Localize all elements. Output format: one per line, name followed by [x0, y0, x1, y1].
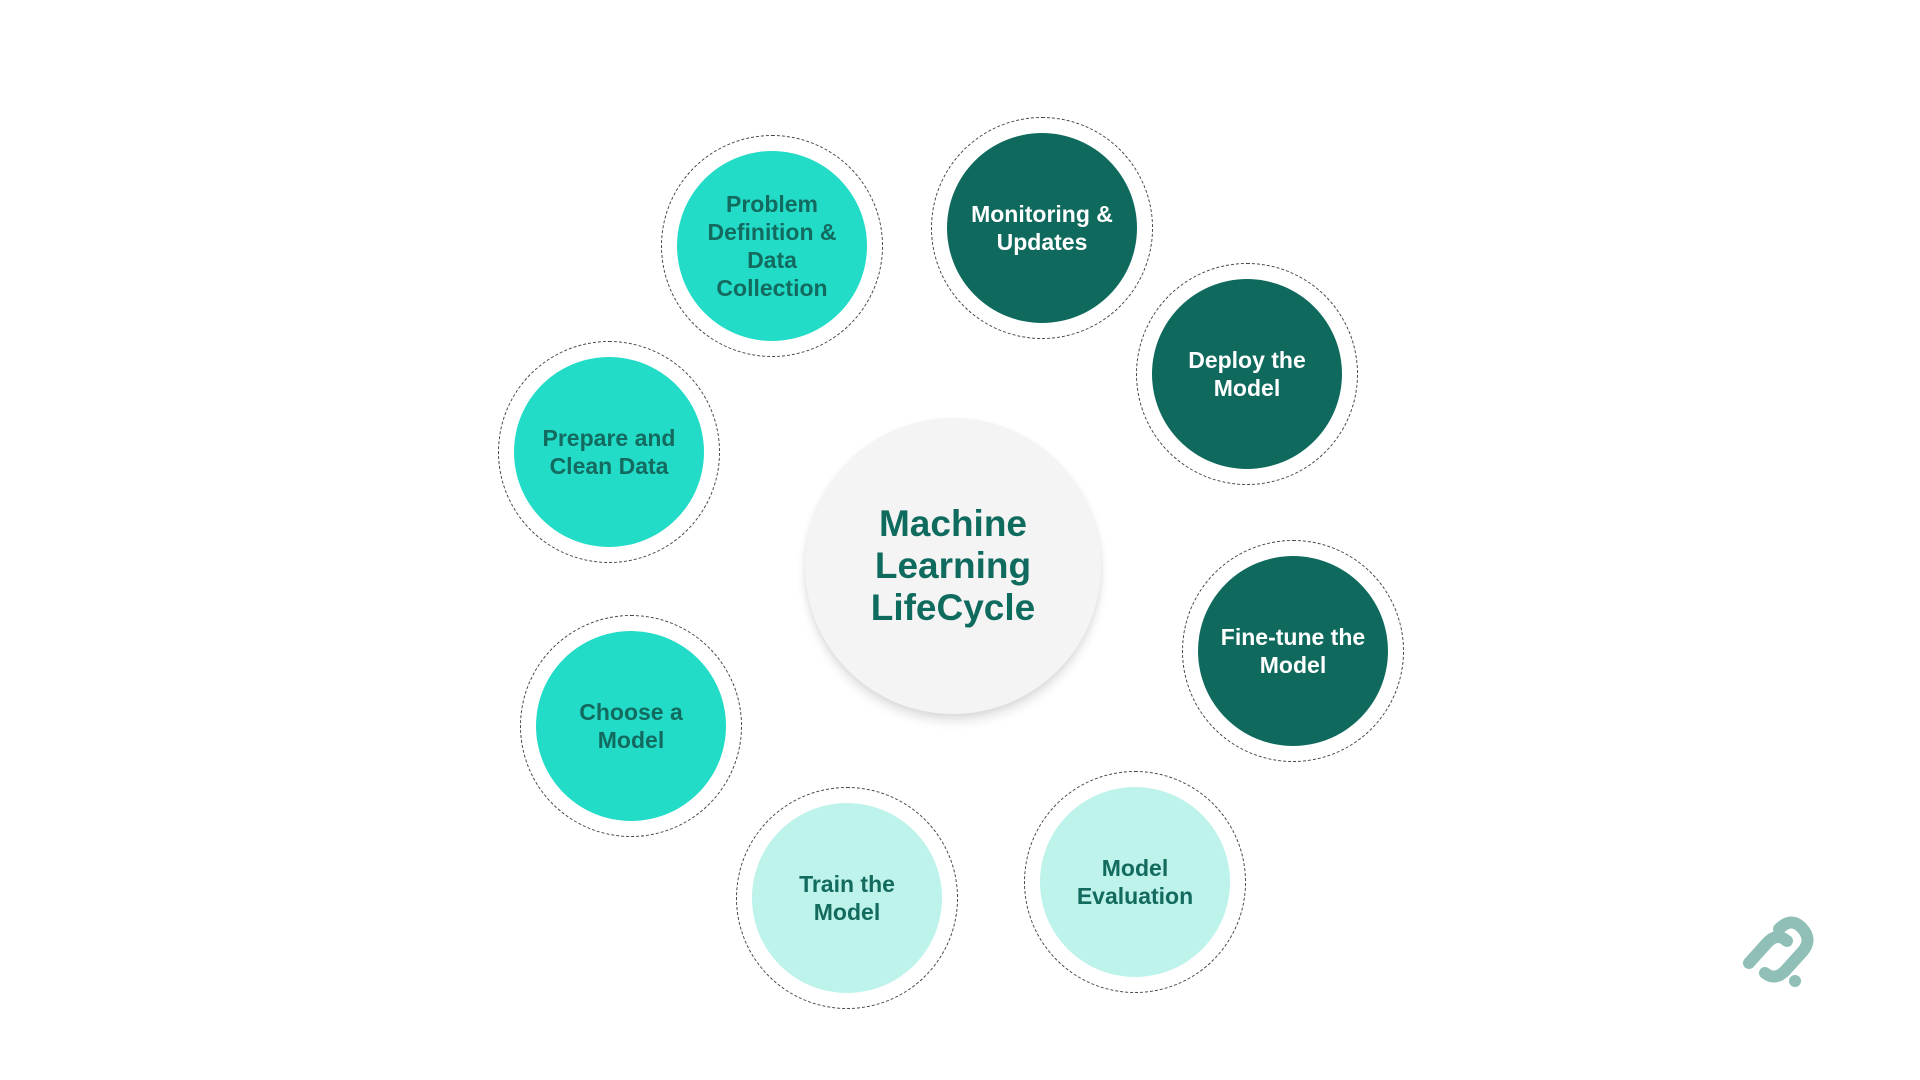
stage-label: Problem Definition & Data Collection — [707, 191, 837, 301]
stage-label: Deploy the Model — [1188, 347, 1306, 401]
stage-fine-tune-model: Fine-tune the Model — [1182, 540, 1404, 762]
stage-circle: Choose a Model — [536, 631, 726, 821]
stage-circle: Model Evaluation — [1040, 787, 1230, 977]
stage-circle: Train the Model — [752, 803, 942, 993]
stage-train-model: Train the Model — [736, 787, 958, 1009]
stage-circle: Prepare and Clean Data — [514, 357, 704, 547]
stage-label: Fine-tune the Model — [1220, 624, 1366, 678]
stage-circle: Monitoring & Updates — [947, 133, 1137, 323]
brand-link-logo-icon — [1743, 916, 1814, 987]
stage-label: Choose a Model — [579, 699, 683, 753]
stage-label: Prepare and Clean Data — [542, 425, 676, 479]
stage-deploy-model: Deploy the Model — [1136, 263, 1358, 485]
stage-monitoring-updates: Monitoring & Updates — [931, 117, 1153, 339]
stage-circle: Problem Definition & Data Collection — [677, 151, 867, 341]
stage-circle: Deploy the Model — [1152, 279, 1342, 469]
stage-circle: Fine-tune the Model — [1198, 556, 1388, 746]
stage-prepare-clean-data: Prepare and Clean Data — [498, 341, 720, 563]
stage-choose-model: Choose a Model — [520, 615, 742, 837]
center-hub: Machine Learning LifeCycle — [805, 418, 1101, 714]
diagram-title: Machine Learning LifeCycle — [870, 503, 1036, 628]
stage-model-evaluation: Model Evaluation — [1024, 771, 1246, 993]
stage-label: Train the Model — [799, 871, 895, 925]
stage-problem-definition: Problem Definition & Data Collection — [661, 135, 883, 357]
stage-label: Monitoring & Updates — [971, 201, 1113, 255]
stage-label: Model Evaluation — [1076, 855, 1194, 909]
